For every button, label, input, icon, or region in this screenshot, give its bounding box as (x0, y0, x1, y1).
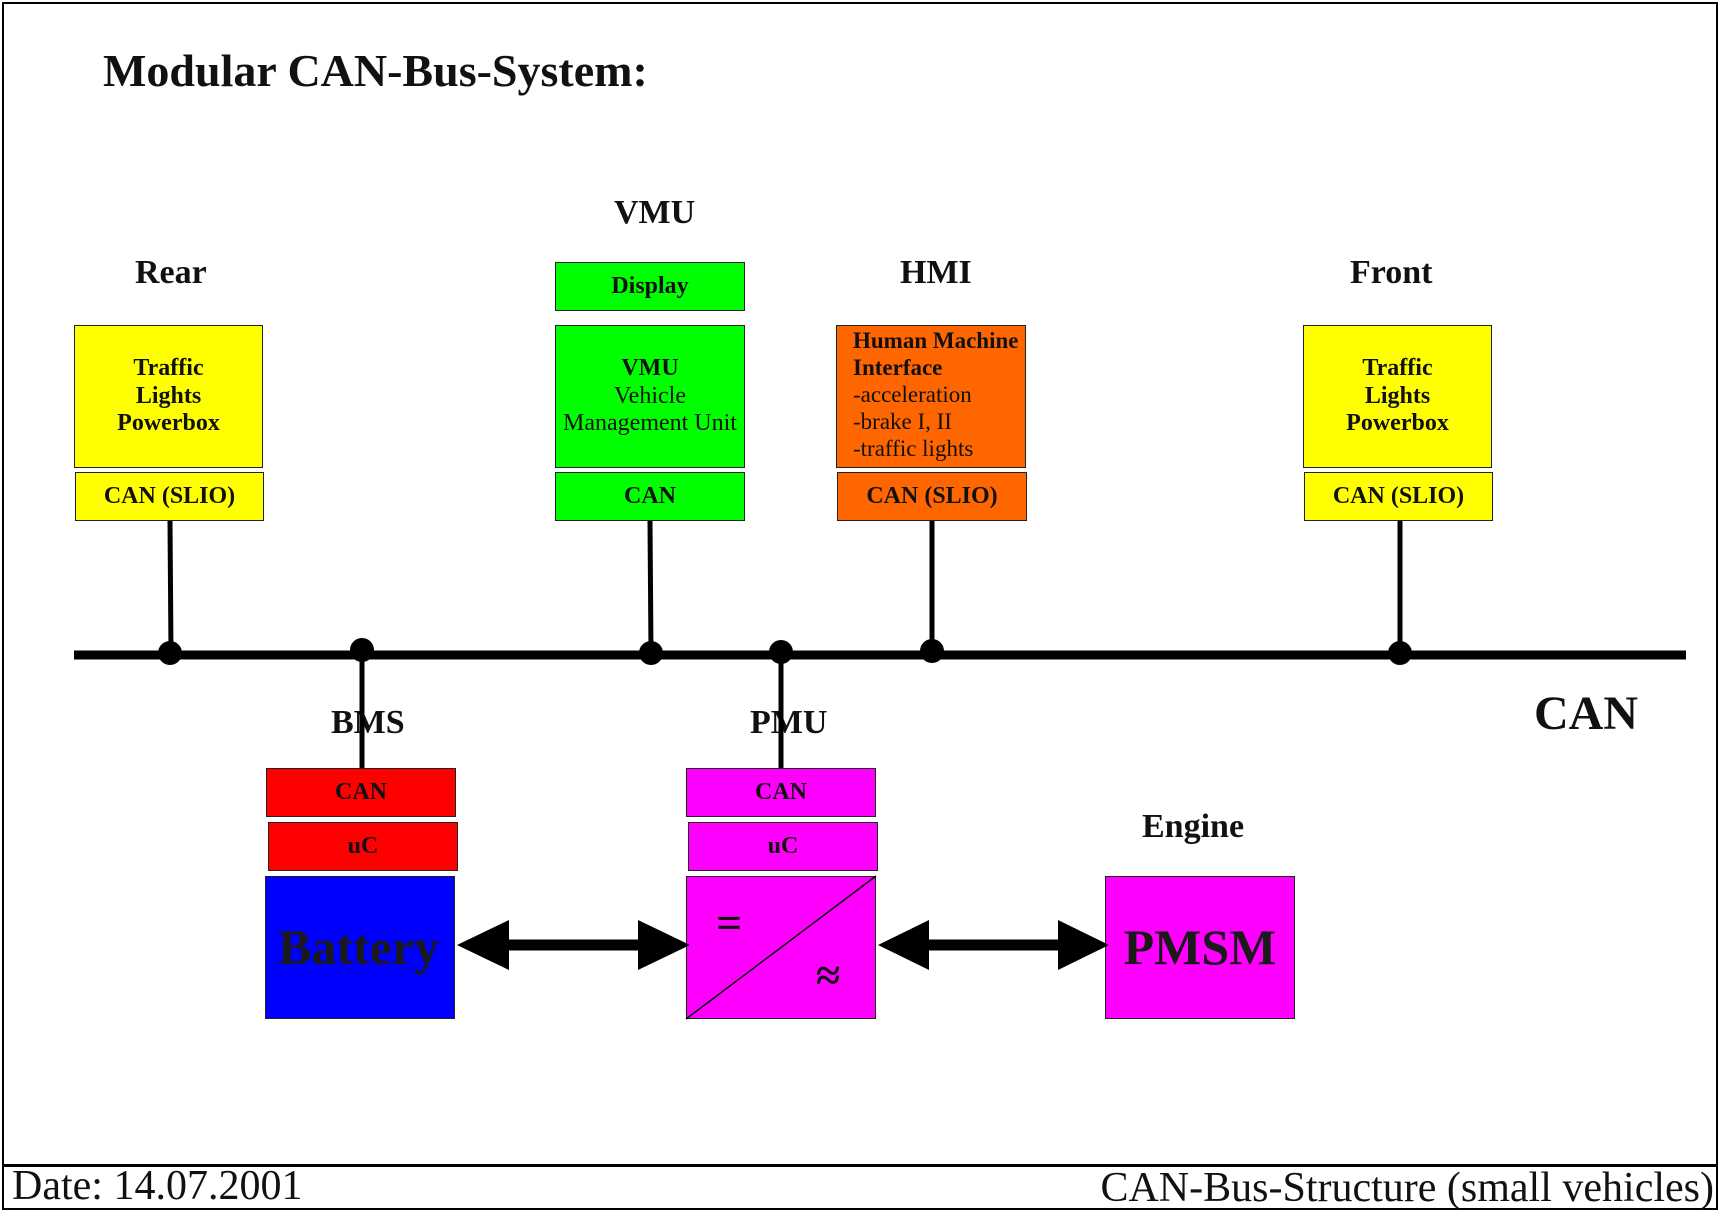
pmsm-label: PMSM (1123, 918, 1277, 975)
rear-traffic-lights-powerbox: Traffic Lights Powerbox (74, 325, 263, 468)
vmu-module-line: Management Unit (563, 410, 737, 437)
vmu-can: CAN (555, 472, 745, 521)
bms-can: CAN (266, 768, 456, 817)
bus-node-hmi (920, 639, 944, 663)
inverter-diagonal (685, 875, 877, 1020)
group-label-engine: Engine (1142, 808, 1245, 845)
group-label-pmu: PMU (750, 704, 828, 741)
front-module-line: Traffic (1362, 355, 1433, 382)
vmu-vehicle-management-unit: VMU Vehicle Management Unit (555, 325, 745, 468)
ac-symbol: ≈ (816, 951, 841, 1000)
bms-uc: uC (268, 822, 458, 871)
bus-node-rear (158, 641, 182, 665)
group-label-front: Front (1350, 254, 1433, 291)
group-label-bms: BMS (331, 704, 405, 741)
diagram-title: Modular CAN-Bus-System: (103, 45, 648, 96)
rear-module-line: Powerbox (117, 410, 220, 437)
hmi-module-line: Interface (853, 354, 943, 380)
vmu-display: Display (555, 262, 745, 311)
battery-block: Battery (265, 876, 455, 1019)
pmu-engine-arrow (878, 920, 1109, 970)
footer-caption: CAN-Bus-Structure (small vehicles) (1100, 1165, 1714, 1211)
hmi-module-line: -traffic lights (853, 435, 974, 461)
hmi-module-line: -acceleration (853, 381, 972, 407)
group-label-rear: Rear (135, 254, 207, 291)
group-label-vmu: VMU (614, 194, 696, 231)
dc-symbol: = (716, 897, 743, 948)
front-module-line: Lights (1364, 382, 1431, 409)
hmi-human-machine-interface: Human Machine Interface -acceleration -b… (836, 325, 1026, 468)
bus-label-can: CAN (1534, 687, 1638, 740)
rear-can-slio: CAN (SLIO) (75, 472, 264, 521)
vmu-module-line: VMU (621, 355, 679, 382)
rear-module-line: Lights (135, 382, 202, 409)
vmu-module-line: Vehicle (614, 382, 686, 409)
bus-node-pmu (769, 640, 793, 664)
footer-date: Date: 14.07.2001 (12, 1163, 303, 1209)
rear-drop-line (167, 520, 174, 654)
bus-node-front (1388, 641, 1412, 665)
pmu-can: CAN (686, 768, 876, 817)
front-module-line: Powerbox (1346, 410, 1449, 437)
battery-label: Battery (278, 918, 440, 975)
group-label-hmi: HMI (900, 254, 972, 291)
bus-node-bms (350, 638, 374, 662)
vmu-drop-line (647, 520, 654, 654)
hmi-can-slio: CAN (SLIO) (837, 472, 1027, 521)
pmu-uc: uC (688, 822, 878, 871)
footer-bar (2, 1164, 1718, 1210)
hmi-module-line: Human Machine (853, 328, 1019, 353)
bus-node-vmu (639, 641, 663, 665)
front-can-slio: CAN (SLIO) (1304, 472, 1493, 521)
hmi-module-line: -brake I, II (853, 408, 952, 434)
front-traffic-lights-powerbox: Traffic Lights Powerbox (1303, 325, 1492, 468)
pmsm-engine-block: PMSM (1105, 876, 1295, 1019)
rear-module-line: Traffic (133, 355, 204, 382)
battery-pmu-arrow (457, 920, 690, 970)
